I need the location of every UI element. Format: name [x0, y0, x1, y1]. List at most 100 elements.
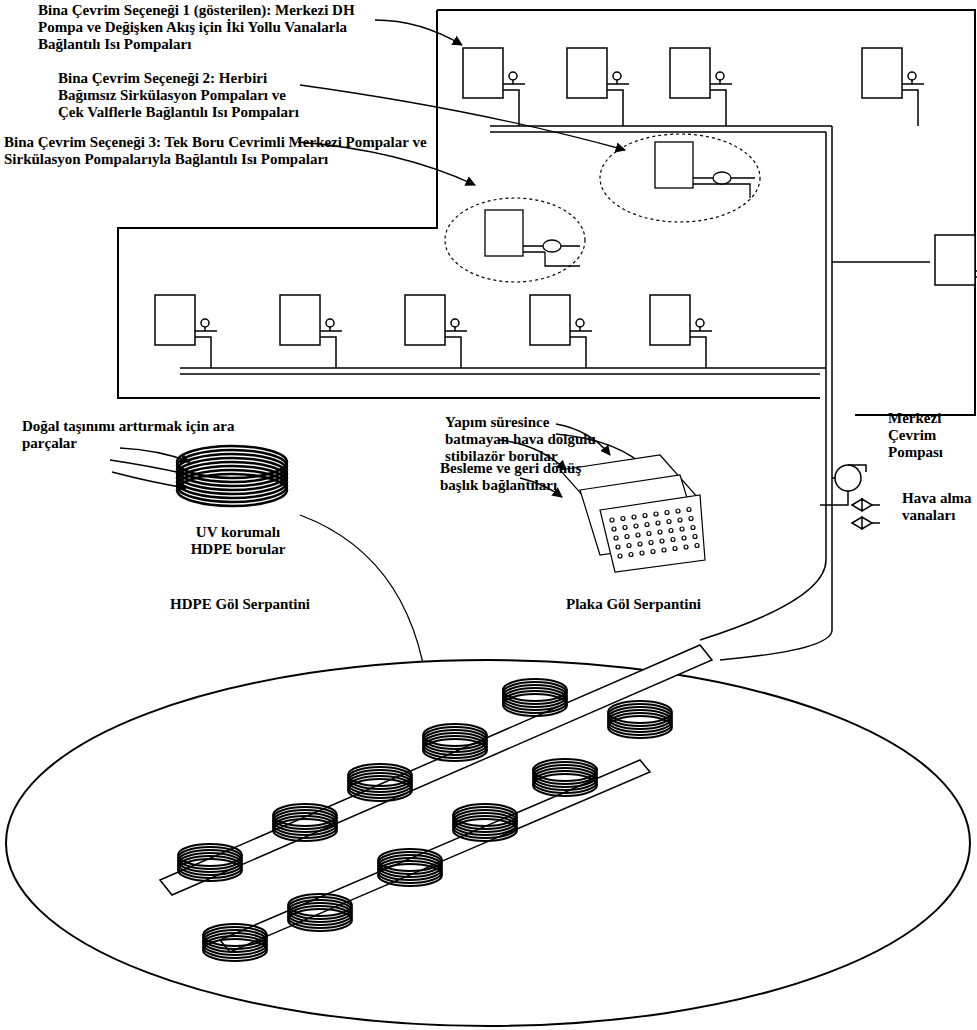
plate-hole — [676, 509, 680, 513]
plate-hole — [621, 517, 625, 521]
plate-hole — [616, 545, 620, 549]
lake-coils — [178, 679, 672, 961]
valve-symbol — [326, 319, 334, 327]
caption-label: Bina Çevrim Seçeneği 1 (gösterilen): Mer… — [38, 2, 358, 53]
heat-pump-box — [155, 295, 195, 345]
plate-hole — [649, 541, 653, 545]
coil-turn — [273, 819, 337, 841]
heat-pump-box — [567, 48, 607, 98]
coil-turn — [177, 474, 287, 506]
plate-hole — [627, 544, 631, 548]
caption-label: UV korumalı HDPE borular — [188, 524, 288, 558]
coil-turn — [178, 859, 242, 881]
coil-turn — [203, 939, 267, 961]
caption-label: Yapım süresince batmayan hava dolgulu st… — [445, 414, 615, 465]
valve-symbol — [696, 319, 704, 327]
caption-label: HDPE Göl Serpantini — [170, 596, 360, 613]
pump-pipe — [902, 84, 924, 126]
plate-hole — [625, 535, 629, 539]
plate-hole — [636, 533, 640, 537]
coil-turn — [288, 909, 352, 931]
plate-hole — [610, 518, 614, 522]
coil-turn — [533, 774, 597, 796]
detail-circles — [445, 134, 760, 282]
lake-headers — [160, 645, 712, 952]
heat-pump-box — [463, 48, 503, 98]
plate-hole — [638, 542, 642, 546]
plate-hole — [671, 538, 675, 542]
plate-hole — [660, 539, 664, 543]
plate-hole — [689, 517, 693, 521]
valve-stem — [204, 327, 206, 331]
valve-symbol — [509, 72, 517, 80]
coil-turn — [348, 779, 412, 801]
heat-pump-box — [670, 48, 710, 98]
valve-stem — [616, 80, 618, 84]
valve-symbol — [716, 72, 724, 80]
plate-hole — [667, 520, 671, 524]
plate-hole — [656, 521, 660, 525]
caption-label: Bina Çevrim Seçeneği 3: Tek Boru Cevriml… — [4, 134, 444, 168]
lake — [6, 660, 970, 1026]
coil-turn — [453, 819, 517, 841]
central-pump — [820, 465, 880, 529]
plate-hole — [614, 536, 618, 540]
valve-stem — [329, 327, 331, 331]
caption-label: Bina Çevrim Seçeneği 2: Herbiri Bağımsız… — [58, 70, 308, 121]
plate-hole — [658, 530, 662, 534]
caption-label: Plaka Göl Serpantini — [566, 596, 736, 613]
heat-pump-box — [862, 48, 902, 98]
pump-pipe — [320, 331, 342, 368]
valve-stem — [579, 327, 581, 331]
heat-pump-box — [650, 295, 690, 345]
plate-hole — [629, 553, 633, 557]
detail-units — [485, 142, 755, 266]
valve-symbol — [451, 319, 459, 327]
plate-hole — [682, 536, 686, 540]
plate-hole — [647, 532, 651, 536]
plate-hole — [645, 523, 649, 527]
valve-stem — [454, 327, 456, 331]
caption-label: Hava alma vanaları — [902, 490, 972, 524]
plate-coil — [560, 455, 705, 572]
plate-hole — [623, 526, 627, 530]
hdpe-coil — [177, 446, 287, 506]
plate-hole — [665, 511, 669, 515]
plate-hole — [618, 554, 622, 558]
valve-stem — [911, 80, 913, 84]
heat-pump-box — [935, 235, 975, 285]
coil-turn — [503, 694, 567, 716]
caption-label: Doğal taşınımı arttırmak için ara parçal… — [22, 418, 282, 452]
plate-hole — [612, 527, 616, 531]
pump-pipe — [570, 331, 592, 368]
building-piping — [180, 126, 930, 660]
plate-hole — [669, 529, 673, 533]
plate-hole — [680, 527, 684, 531]
coil-turn — [608, 716, 672, 738]
pump-pipe — [445, 331, 467, 368]
plate-hole — [654, 512, 658, 516]
caption-label: Besleme ve geri dönüş başlık bağlantılar… — [440, 460, 600, 494]
heat-pump-box — [530, 295, 570, 345]
plate-hole — [662, 548, 666, 552]
plate-hole — [643, 514, 647, 518]
pump-pipe — [710, 84, 732, 126]
plate-hole — [640, 551, 644, 555]
pump-pipe — [607, 84, 629, 126]
plate-hole — [634, 524, 638, 528]
pump-pipe — [503, 84, 525, 126]
valve-symbol — [576, 319, 584, 327]
valve-symbol — [613, 72, 621, 80]
valve-stem — [699, 327, 701, 331]
valve-stem — [719, 80, 721, 84]
plate-hole — [678, 518, 682, 522]
heat-pump-box — [280, 295, 320, 345]
plate-hole — [651, 550, 655, 554]
pump-pipe — [690, 331, 712, 368]
plate-hole — [687, 508, 691, 512]
valve-stem — [512, 80, 514, 84]
plate-hole — [693, 535, 697, 539]
plate-hole — [691, 526, 695, 530]
plate-hole — [684, 545, 688, 549]
heat-pump-box — [405, 295, 445, 345]
